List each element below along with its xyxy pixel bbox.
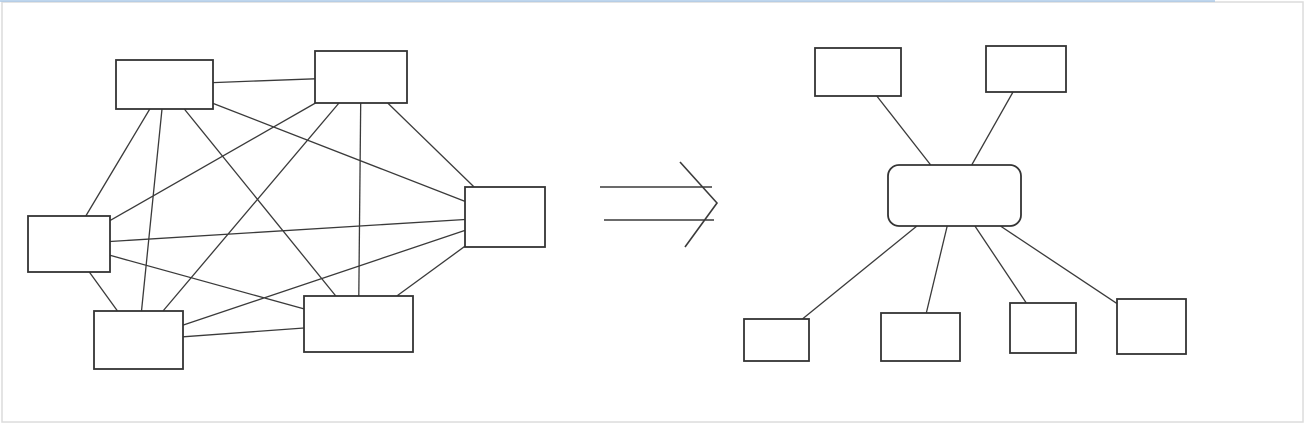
edge-n1-n5 bbox=[140, 108, 163, 312]
mesh-node-4 bbox=[27, 215, 111, 273]
hub-edges bbox=[801, 91, 1118, 320]
mesh-node-6 bbox=[303, 295, 414, 353]
edge-n5-n6 bbox=[182, 327, 305, 338]
spoke-node-bottom-3 bbox=[1009, 302, 1077, 354]
edge-n4-n5 bbox=[88, 271, 119, 312]
edge-t1-hub bbox=[876, 95, 932, 166]
edge-hub-b1 bbox=[801, 225, 918, 320]
edge-n1-n6 bbox=[183, 108, 337, 297]
mesh-edges bbox=[85, 78, 475, 338]
edge-n2-n6 bbox=[358, 102, 362, 297]
edge-n2-n5 bbox=[162, 102, 340, 312]
edge-hub-b3 bbox=[974, 225, 1027, 304]
spoke-node-bottom-4 bbox=[1116, 298, 1187, 355]
mesh-node-3 bbox=[464, 186, 546, 248]
edge-n1-n2 bbox=[212, 78, 316, 84]
mesh-network bbox=[27, 50, 546, 370]
spoke-node-top-1 bbox=[814, 47, 902, 97]
hub-network bbox=[743, 45, 1187, 362]
edge-hub-b2 bbox=[925, 225, 948, 314]
mesh-node-5 bbox=[93, 310, 184, 370]
spoke-node-top-2 bbox=[985, 45, 1067, 93]
edge-n4-n6 bbox=[109, 254, 305, 310]
edge-n3-n6 bbox=[396, 245, 466, 297]
edge-n2-n3 bbox=[387, 102, 475, 188]
edge-t2-hub bbox=[971, 91, 1014, 166]
edge-hub-b4 bbox=[1000, 225, 1118, 305]
double-arrow-right-icon bbox=[600, 161, 719, 248]
edge-n3-n4 bbox=[109, 218, 466, 243]
hub-node bbox=[887, 164, 1022, 227]
mesh-node-1 bbox=[115, 59, 214, 110]
spoke-node-bottom-2 bbox=[880, 312, 961, 362]
edge-n2-n4 bbox=[109, 102, 316, 222]
edge-n3-n5 bbox=[182, 229, 466, 326]
edge-n1-n3 bbox=[212, 102, 466, 203]
spoke-node-bottom-1 bbox=[743, 318, 810, 362]
mesh-node-2 bbox=[314, 50, 408, 104]
edge-n1-n4 bbox=[85, 108, 151, 217]
